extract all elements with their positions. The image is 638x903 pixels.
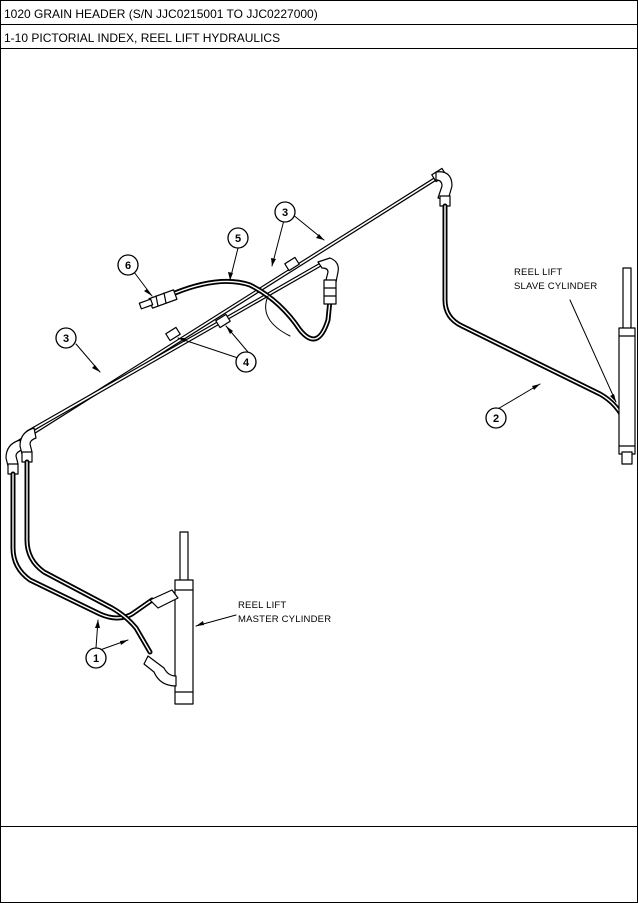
page-title: 1020 GRAIN HEADER (S/N JJC0215001 TO JJC… — [4, 7, 318, 21]
steel-tube-lower — [26, 260, 327, 434]
slave-cylinder — [618, 267, 636, 465]
master-cylinder-label-line1: REEL LIFT — [238, 600, 286, 611]
callout-6: 6 — [125, 260, 131, 272]
arrow-heads — [92, 234, 616, 645]
elbow-fitting-right — [435, 171, 453, 207]
callout-circles — [55, 201, 507, 669]
loop-hose — [172, 278, 333, 342]
leader-lines — [75, 213, 617, 651]
master-cylinder — [143, 531, 194, 705]
callout-5: 5 — [235, 233, 241, 245]
master-cylinder-label-line2: MASTER CYLINDER — [238, 614, 331, 625]
hoses-to-master-cylinder — [10, 459, 155, 655]
hose-to-slave-cylinder — [442, 203, 629, 427]
elbow-fittings-left — [5, 427, 37, 475]
callout-1: 1 — [93, 653, 99, 665]
header-divider-bottom — [0, 48, 638, 49]
page-subtitle: 1-10 PICTORIAL INDEX, REEL LIFT HYDRAULI… — [4, 31, 281, 45]
callout-3-left: 3 — [63, 333, 69, 345]
callout-4: 4 — [243, 357, 250, 369]
callout-3-upper: 3 — [282, 207, 288, 219]
loop-elbow-fitting — [317, 257, 339, 305]
slave-cylinder-label-line1: REEL LIFT — [514, 267, 562, 278]
slave-cylinder-label-line2: SLAVE CYLINDER — [514, 281, 597, 292]
header-divider — [0, 24, 638, 25]
footer-divider — [0, 826, 638, 827]
quick-coupler — [138, 289, 178, 310]
callout-2: 2 — [493, 413, 499, 425]
tube-fittings — [165, 167, 447, 342]
